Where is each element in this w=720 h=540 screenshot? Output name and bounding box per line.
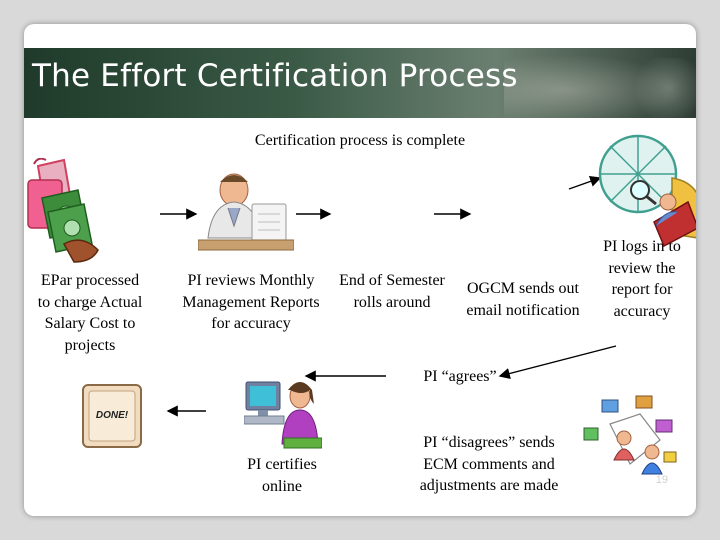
arrows-layer [160, 175, 617, 417]
woman-at-computer-icon [244, 381, 322, 449]
pi-disagrees-step: PI “disagrees” sends ECM comments and ad… [419, 434, 559, 494]
money-bag-icon [27, 158, 99, 263]
network-people-icon [583, 395, 677, 475]
epar-step: EPar processed to charge Actual Salary C… [37, 272, 143, 354]
pi-certifies-step: PI certifies online [247, 456, 317, 495]
slide-number: 19 [655, 474, 668, 486]
pi-reviews-step: PI reviews Monthly Management Reports fo… [182, 272, 320, 332]
magnifier-map-icon [598, 134, 696, 248]
slide: The Effort Certification Process Certifi… [24, 24, 696, 516]
arrow-pi-logs-to-agrees [498, 345, 617, 379]
ogcm-step: OGCM sends out email notification [466, 280, 580, 319]
man-at-desk-icon [198, 173, 294, 251]
done-stamp-icon: DONE! [82, 384, 142, 448]
pi-logs-step: PI logs in to review the report for accu… [603, 238, 681, 320]
title-decoration-2 [624, 58, 696, 118]
end-semester-step: End of Semester rolls around [339, 272, 445, 311]
page-title: The Effort Certification Process [32, 58, 518, 94]
done-label: DONE! [96, 410, 129, 421]
process-complete-label: Certification process is complete [254, 132, 466, 149]
title-bar [24, 48, 696, 118]
arrow-ogcm-to-pi-logs [568, 175, 602, 190]
pi-agrees-label: PI “agrees” [423, 368, 497, 385]
